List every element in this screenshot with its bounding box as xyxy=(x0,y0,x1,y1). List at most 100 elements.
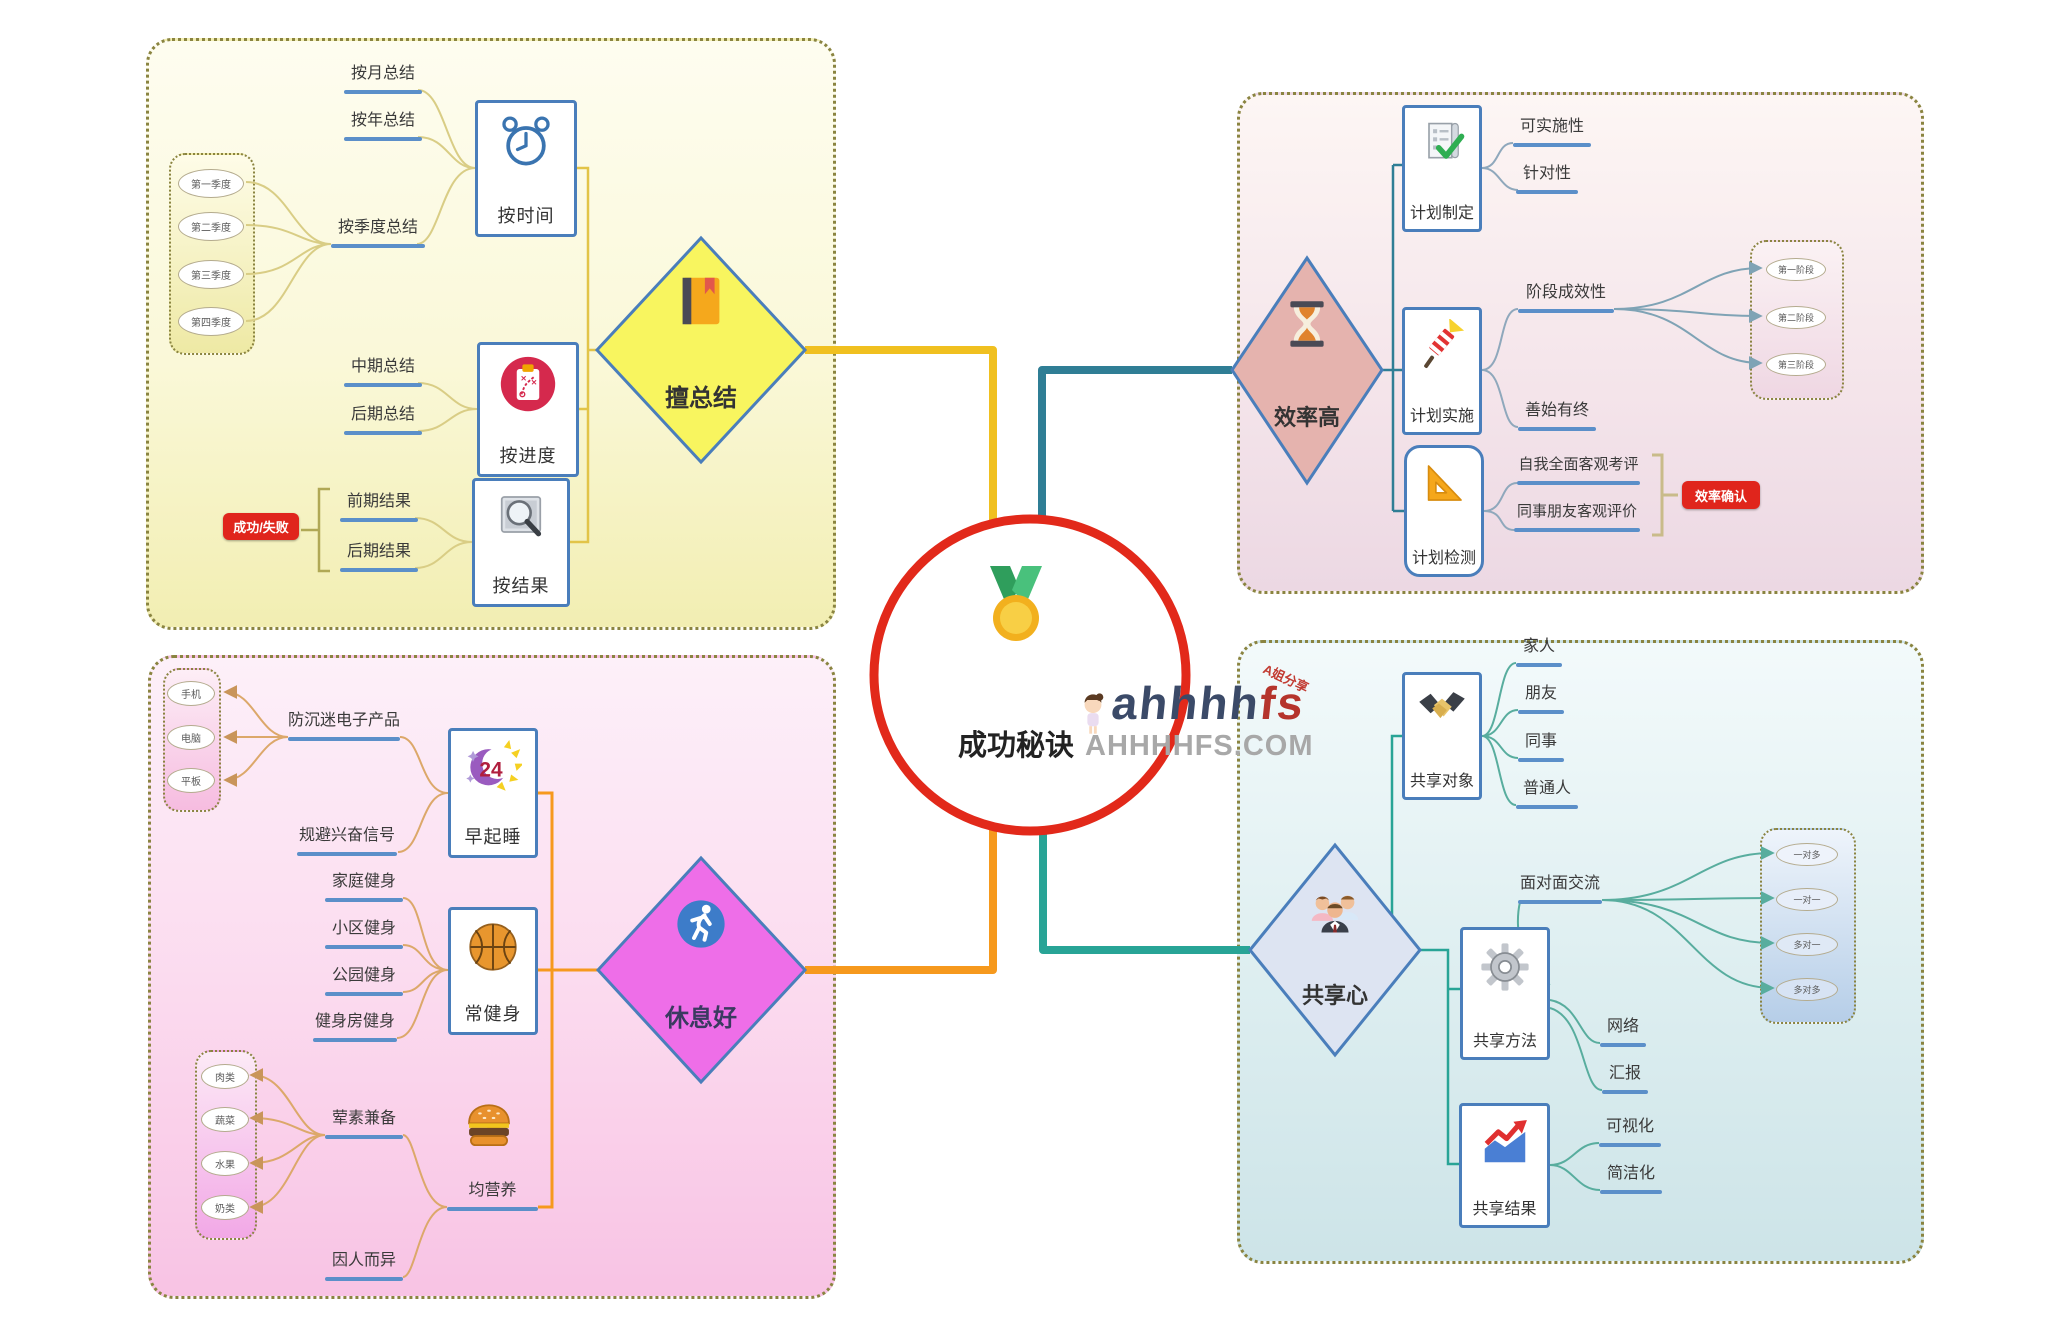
diamond-rest[interactable] xyxy=(595,855,808,1085)
diamond-summary-label: 擅总结 xyxy=(665,385,737,412)
watermark-domain: AHHHHFS.COM xyxy=(1085,730,1314,762)
watermark-girl-icon xyxy=(1078,690,1108,738)
node-self-review[interactable]: 自我全面客观考评 xyxy=(1517,455,1640,485)
cloud-many-to-many[interactable]: 多对多 xyxy=(1776,978,1838,1001)
cloud-food-fruit[interactable]: 水果 xyxy=(201,1151,249,1176)
branch-box-share-result[interactable]: 共享结果 xyxy=(1459,1103,1550,1228)
curves-efficiency xyxy=(1481,142,1519,531)
curves-rest xyxy=(396,736,449,1278)
fan-device-1 xyxy=(223,685,289,738)
diamond-share[interactable] xyxy=(1248,842,1422,1058)
cloud-food-vegetable[interactable]: 蔬菜 xyxy=(201,1107,249,1132)
branch-box-share-target[interactable]: 共享对象 xyxy=(1402,672,1482,800)
node-avoid-stimulus[interactable]: 规避兴奋信号 xyxy=(297,826,397,856)
central-topic-circle[interactable] xyxy=(869,514,1191,836)
node-friend[interactable]: 朋友 xyxy=(1518,684,1564,714)
svg-text:✕: ✕ xyxy=(521,374,527,383)
node-late-summary[interactable]: 后期总结 xyxy=(344,405,422,435)
cloud-device-phone[interactable]: 手机 xyxy=(167,681,215,706)
bracket-success-fail xyxy=(301,487,330,573)
firecracker-icon xyxy=(1416,318,1468,376)
medal-icon xyxy=(968,562,1064,658)
branch-box-by-time[interactable]: 按时间 xyxy=(475,100,577,237)
branch-box-label: 共享对象 xyxy=(1409,773,1474,790)
cloud-food-meat[interactable]: 肉类 xyxy=(201,1064,249,1089)
node-early-result[interactable]: 前期结果 xyxy=(340,492,418,522)
bracket-efficiency-confirm xyxy=(1652,453,1678,537)
branch-box-exercise[interactable]: 常健身 xyxy=(448,907,538,1035)
growth-chart-icon xyxy=(1478,1115,1532,1174)
node-mid-summary[interactable]: 中期总结 xyxy=(344,357,422,387)
node-network[interactable]: 网络 xyxy=(1600,1017,1646,1047)
diamond-summary[interactable] xyxy=(594,235,808,465)
link-rest-center xyxy=(805,830,997,974)
cloud-many-to-one[interactable]: 多对一 xyxy=(1776,933,1838,956)
cloud-one-to-many[interactable]: 一对多 xyxy=(1776,843,1838,866)
clock-icon xyxy=(496,112,556,177)
node-late-result[interactable]: 后期结果 xyxy=(340,542,418,572)
node-home-fit[interactable]: 家庭健身 xyxy=(325,872,403,902)
branch-box-label: 按结果 xyxy=(492,576,550,596)
branch-box-plan-make[interactable]: 计划制定 xyxy=(1402,105,1482,232)
node-colleague[interactable]: 同事 xyxy=(1518,732,1564,762)
badge-success-fail[interactable]: 成功/失败 xyxy=(223,513,299,540)
node-balanced-diet[interactable]: 荤素兼备 xyxy=(325,1109,403,1139)
node-peer-review[interactable]: 同事朋友客观评价 xyxy=(1514,502,1640,532)
fan-relation-4 xyxy=(1601,899,1775,995)
fan-relation-3 xyxy=(1601,899,1775,950)
branch-box-share-method[interactable]: 共享方法 xyxy=(1460,927,1550,1060)
node-park-fit[interactable]: 公园健身 xyxy=(325,966,403,996)
cloud-quarter-4[interactable]: 第四季度 xyxy=(178,307,244,336)
hourglass-icon xyxy=(1279,296,1335,352)
cloud-quarter-1[interactable]: 第一季度 xyxy=(178,169,244,198)
node-targeted[interactable]: 针对性 xyxy=(1516,164,1578,194)
cloud-quarter-2[interactable]: 第二季度 xyxy=(178,212,244,241)
cloud-stage-1[interactable]: 第一阶段 xyxy=(1766,258,1826,281)
link-share-center xyxy=(1039,830,1250,954)
node-anti-addiction[interactable]: 防沉迷电子产品 xyxy=(288,711,400,741)
cloud-device-computer[interactable]: 电脑 xyxy=(167,725,215,750)
node-face-to-face[interactable]: 面对面交流 xyxy=(1518,874,1602,904)
branch-box-label: 计划检测 xyxy=(1411,550,1476,567)
node-feasible[interactable]: 可实施性 xyxy=(1513,117,1591,147)
fan-food-2 xyxy=(249,1111,326,1136)
progress-icon: ✕✕ xyxy=(498,354,558,419)
set-square-icon xyxy=(1418,457,1470,514)
node-stage-effect[interactable]: 阶段成效性 xyxy=(1518,283,1614,313)
spine-rest xyxy=(538,791,598,1209)
link-summary-center xyxy=(805,346,997,520)
link-efficiency-center xyxy=(1038,366,1232,520)
node-report[interactable]: 汇报 xyxy=(1602,1064,1648,1094)
cloud-stage-3[interactable]: 第三阶段 xyxy=(1766,353,1826,376)
badge-efficiency-confirm[interactable]: 效率确认 xyxy=(1682,481,1760,509)
node-by-year[interactable]: 按年总结 xyxy=(344,111,422,141)
node-concise[interactable]: 简洁化 xyxy=(1600,1164,1662,1194)
diamond-rest-label: 休息好 xyxy=(665,1005,737,1032)
node-gym-fit[interactable]: 健身房健身 xyxy=(313,1012,397,1042)
branch-box-plan-check[interactable]: 计划检测 xyxy=(1404,445,1484,577)
cloud-quarter-3[interactable]: 第三季度 xyxy=(178,260,244,289)
node-stranger[interactable]: 普通人 xyxy=(1516,779,1578,809)
book-icon xyxy=(670,270,732,332)
node-by-quarter[interactable]: 按季度总结 xyxy=(331,218,425,248)
node-personalized[interactable]: 因人而异 xyxy=(325,1251,403,1281)
cloud-device-tablet[interactable]: 平板 xyxy=(167,768,215,793)
node-good-finish[interactable]: 善始有终 xyxy=(1518,401,1596,431)
node-community-fit[interactable]: 小区健身 xyxy=(325,919,403,949)
branch-box-sleep-early[interactable]: 24 早起睡 xyxy=(448,728,538,858)
branch-box-by-progress[interactable]: ✕✕ 按进度 xyxy=(477,342,579,477)
node-family[interactable]: 家人 xyxy=(1516,637,1562,667)
cloud-stage-2[interactable]: 第二阶段 xyxy=(1766,306,1826,329)
node-by-month[interactable]: 按月总结 xyxy=(344,64,422,94)
branch-box-label: 常健身 xyxy=(464,1004,522,1024)
cloud-one-to-one[interactable]: 一对一 xyxy=(1776,888,1838,911)
branch-box-plan-do[interactable]: 计划实施 xyxy=(1402,307,1482,435)
cloud-food-dairy[interactable]: 奶类 xyxy=(201,1195,249,1220)
branch-box-by-result[interactable]: 按结果 xyxy=(472,478,570,607)
moon-24-icon: 24 xyxy=(464,740,524,803)
node-nutrition[interactable]: 均营养 xyxy=(447,1181,538,1211)
diamond-efficiency[interactable] xyxy=(1230,255,1384,486)
node-visual[interactable]: 可视化 xyxy=(1599,1117,1661,1147)
